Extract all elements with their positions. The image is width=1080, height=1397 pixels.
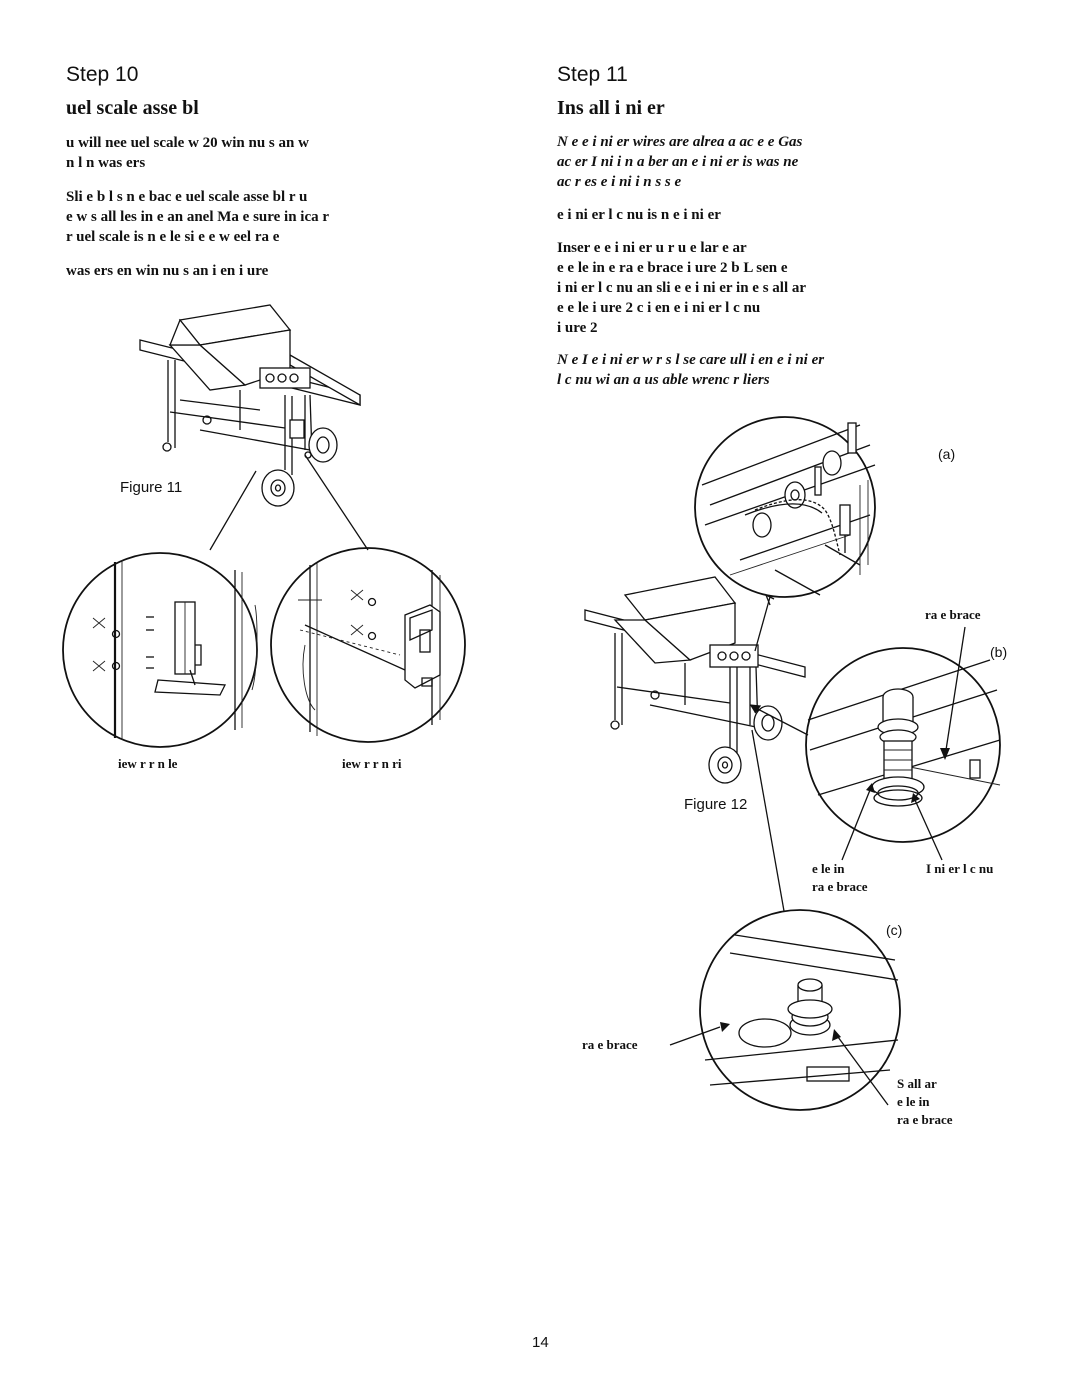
caption-view-right: iew r r n ri bbox=[342, 756, 402, 771]
figure-11-label: Figure 11 bbox=[118, 479, 185, 496]
step10-instructions: u will nee uel scale w 20 win nu s an w … bbox=[66, 133, 516, 281]
step10-paragraph: Sli e b l s n e bac e uel scale asse bl … bbox=[66, 189, 330, 245]
step11-note: N e I e i ni er w r s l se care ull i en… bbox=[557, 352, 825, 388]
detail-view-b bbox=[805, 647, 1001, 843]
detail-view-right bbox=[270, 547, 466, 743]
step11-note: N e e i ni er wires are alrea a ac e e G… bbox=[557, 134, 803, 190]
detail-label-a: (a) bbox=[938, 446, 956, 462]
detail-view-left bbox=[62, 552, 258, 748]
grill-cart-drawing bbox=[139, 304, 361, 507]
figure-11-illustration bbox=[60, 300, 520, 760]
step10-paragraph: was ers en win nu s an i en i ure bbox=[66, 263, 269, 279]
step10-label: Step 10 bbox=[66, 63, 139, 86]
step10-paragraph: u will nee uel scale w 20 win nu s an w … bbox=[66, 135, 309, 171]
step11-label: Step 11 bbox=[557, 63, 628, 86]
step11-heading: Ins all i ni er bbox=[557, 97, 665, 119]
callout-hole-in-brace: e le in ra e brace bbox=[812, 861, 868, 894]
figure-12-illustration bbox=[570, 405, 1040, 1125]
step10-heading: uel scale asse bl bbox=[66, 97, 199, 119]
detail-view-a bbox=[694, 416, 876, 598]
grill-cart-drawing bbox=[584, 576, 806, 784]
page-number: 14 bbox=[532, 1334, 549, 1351]
callout-frame-brace-c: ra e brace bbox=[582, 1037, 638, 1052]
detail-label-b: (b) bbox=[990, 644, 1008, 660]
detail-view-c bbox=[699, 909, 901, 1111]
detail-label-c: (c) bbox=[886, 922, 903, 938]
step11-paragraph: Inser e e i ni er u r u e lar e ar e e l… bbox=[557, 240, 807, 336]
caption-view-left: iew r r n le bbox=[118, 756, 178, 771]
callout-frame-brace: ra e brace bbox=[925, 607, 981, 622]
step11-instructions: N e e i ni er wires are alrea a ac e e G… bbox=[557, 132, 1027, 390]
figure-12-label: Figure 12 bbox=[684, 796, 748, 813]
callout-igniter-lock-nut: I ni er l c nu bbox=[926, 861, 994, 876]
step11-paragraph: e i ni er l c nu is n e i ni er bbox=[557, 207, 721, 223]
callout-small-hole: S all ar e le in ra e brace bbox=[897, 1076, 953, 1127]
